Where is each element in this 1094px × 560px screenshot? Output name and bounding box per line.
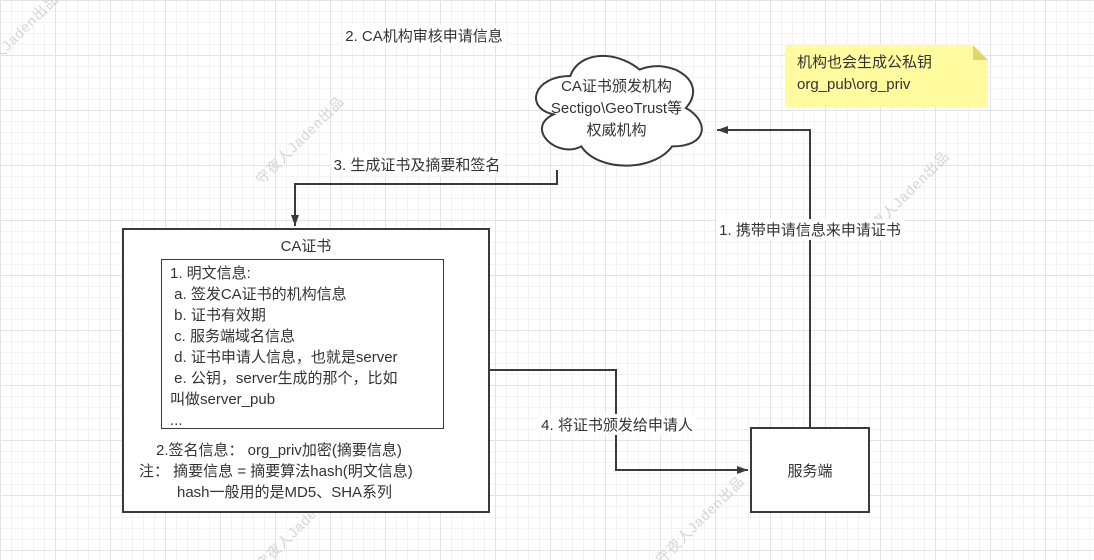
plain-info-line: ... [170,412,183,429]
plain-info-line: 叫做server_pub [170,391,276,408]
label-step2: 2. CA机构审核申请信息 [342,25,506,46]
sticky-note-keypair[interactable]: 机构也会生成公私钥 org_pub\org_priv [785,45,988,107]
ca-cert-box[interactable]: CA证书 1. 明文信息: a. 签发CA证书的机构信息 b. 证书有效期 c.… [122,228,490,513]
ca-authority-cloud-text: CA证书颁发机构 Sectigo\GeoTrust等 权威机构 [524,76,709,142]
cloud-line: Sectigo\GeoTrust等 [550,100,683,117]
signature-line: 注： 摘要信息 = 摘要算法hash(明文信息) [139,463,413,480]
plain-info-line: d. 证书申请人信息，也就是server [170,349,398,366]
server-box-label: 服务端 [787,462,833,480]
arrow-cloud-to-cert [291,170,558,226]
label-step3: 3. 生成证书及摘要和签名 [330,154,504,175]
plain-info-line: c. 服务端域名信息 [170,328,296,345]
cloud-line: CA证书颁发机构 [561,78,672,95]
note-line: 机构也会生成公私钥 [797,54,933,71]
signature-line: 2.签名信息： org_priv加密(摘要信息) [156,442,402,459]
plain-info-box[interactable]: 1. 明文信息: a. 签发CA证书的机构信息 b. 证书有效期 c. 服务端域… [161,259,444,429]
cloud-line: 权威机构 [586,122,647,139]
label-step4: 4. 将证书颁发给申请人 [538,414,696,435]
plain-info-line: a. 签发CA证书的机构信息 [170,286,347,303]
label-step1: 1. 携带申请信息来申请证书 [716,219,904,240]
plain-info-line: e. 公钥，server生成的那个，比如 [170,370,398,387]
note-line: org_pub\org_priv [797,76,911,93]
server-box[interactable]: 服务端 [750,427,870,513]
plain-info-line: 1. 明文信息: [170,265,251,282]
signature-line: hash一般用的是MD5、SHA系列 [177,484,393,501]
ca-cert-title: CA证书 [280,238,332,255]
ca-authority-cloud[interactable] [524,44,709,172]
arrow-server-to-cloud [717,126,811,427]
signature-info: 2.签名信息： org_priv加密(摘要信息) 注： 摘要信息 = 摘要算法h… [124,440,488,503]
plain-info-line: b. 证书有效期 [170,307,266,324]
